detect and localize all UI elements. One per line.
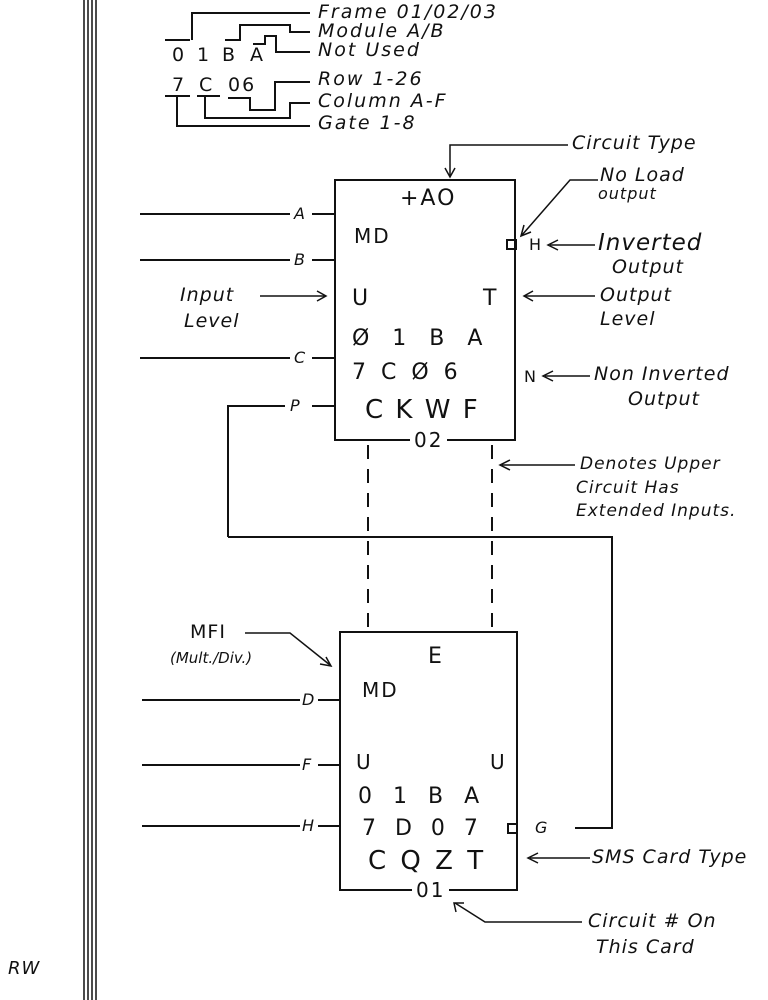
note-input-level-2: Level <box>184 310 240 332</box>
legend-char: B <box>222 44 238 66</box>
legend-char: 1 <box>197 44 212 66</box>
lower-circuit-number: 01 <box>412 880 450 900</box>
legend-label-column: Column A-F <box>318 90 448 112</box>
lower-input-f: F <box>302 755 312 774</box>
lower-location-row1: 0 1 B A <box>358 784 482 809</box>
lower-input-h: H <box>302 816 315 835</box>
legend-label-frame: Frame 01/02/03 <box>318 1 498 23</box>
legend-char: C <box>199 74 215 96</box>
note-no-load-1: No Load <box>600 164 685 186</box>
upper-location-row1: Ø 1 B A <box>352 326 485 351</box>
note-circuit-number-2: This Card <box>596 936 695 958</box>
upper-output-level: T <box>483 286 499 311</box>
lower-location-row2: 7 D 0 7 <box>362 816 480 841</box>
note-input-level-1: Input <box>180 284 235 306</box>
upper-circuit-number: 02 <box>410 430 448 450</box>
upper-input-p: P <box>290 396 300 415</box>
upper-output-n: N <box>524 367 536 386</box>
note-circuit-type: Circuit Type <box>572 132 697 154</box>
note-mfi-sub: (Mult./Div.) <box>170 649 253 667</box>
note-extended-2: Circuit Has <box>576 478 680 498</box>
note-circuit-number-1: Circuit # On <box>588 910 717 932</box>
upper-location-row2: 7 C Ø 6 <box>352 360 460 385</box>
upper-input-b: B <box>294 250 305 269</box>
legend-char: 06 <box>228 74 257 96</box>
note-non-inverted-1: Non Inverted <box>594 363 730 385</box>
legend-char: A <box>250 44 265 66</box>
lower-circuit-type: E <box>428 644 444 669</box>
legend-label-gate: Gate 1-8 <box>318 112 417 134</box>
margin-lines <box>83 0 97 1000</box>
author-initials: RW <box>8 958 41 979</box>
legend-label-module: Module A/B <box>318 20 446 42</box>
upper-output-h: H <box>529 235 542 254</box>
note-extended-3: Extended Inputs. <box>576 501 737 521</box>
note-sms-card-type: SMS Card Type <box>592 846 748 868</box>
legend-label-not-used: Not Used <box>318 39 421 61</box>
note-mfi: MFI <box>190 621 226 643</box>
legend-label-row: Row 1-26 <box>318 68 424 90</box>
lower-output-g: G <box>535 818 548 837</box>
upper-circuit-type: +AO <box>400 186 457 211</box>
note-inverted-1: Inverted <box>598 230 703 256</box>
note-output-level-1: Output <box>600 284 672 306</box>
upper-input-a: A <box>294 204 305 223</box>
lower-input-level: U <box>356 750 373 774</box>
lower-input-d: D <box>302 690 315 709</box>
legend-char: 0 <box>172 44 187 66</box>
note-non-inverted-2: Output <box>628 388 700 410</box>
note-extended-1: Denotes Upper <box>580 454 721 474</box>
upper-card-type: C K W F <box>365 395 480 425</box>
note-no-load-2: output <box>598 184 657 203</box>
note-output-level-2: Level <box>600 308 656 330</box>
lower-output-level: U <box>490 750 507 774</box>
note-inverted-2: Output <box>612 256 684 278</box>
upper-input-c: C <box>294 348 306 367</box>
upper-input-level: U <box>352 286 371 311</box>
lower-md: MD <box>362 678 399 702</box>
legend-char: 7 <box>172 74 187 96</box>
legend-leaders <box>165 12 310 127</box>
upper-md: MD <box>354 224 391 248</box>
lower-card-type: C Q Z T <box>368 846 486 876</box>
annotation-arrows <box>245 144 598 923</box>
